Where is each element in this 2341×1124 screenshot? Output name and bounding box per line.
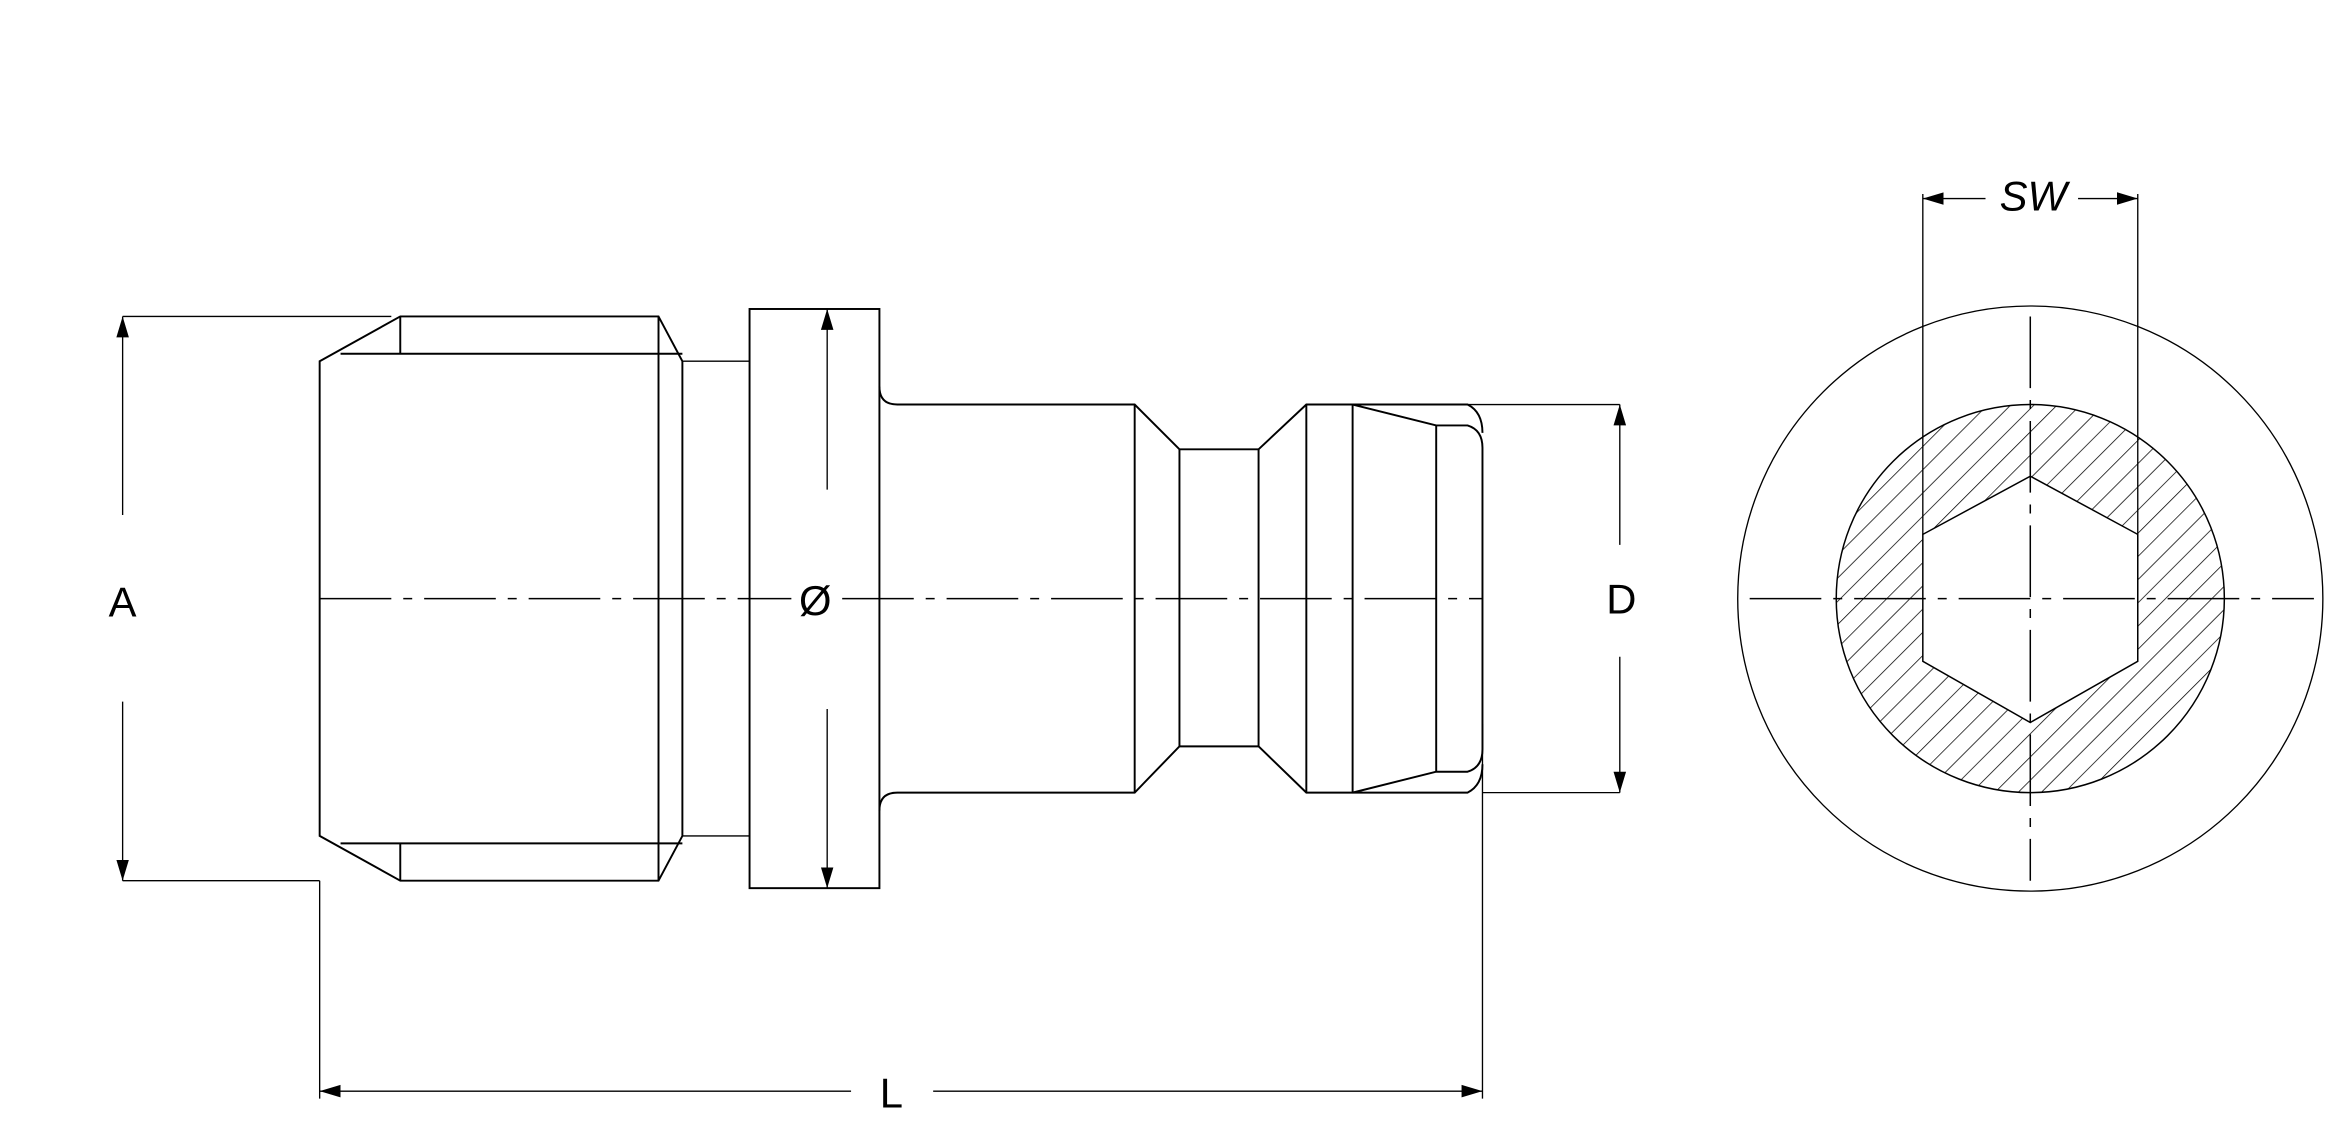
neck: [682, 360, 750, 837]
dimension-label-a: A: [109, 578, 137, 625]
side-view: A Ø D L: [109, 308, 1636, 1117]
dimension-label-l: L: [880, 1070, 903, 1117]
dimension-label-sw: SW: [2000, 172, 2071, 219]
dimension-label-diameter: Ø: [799, 577, 832, 624]
dimension-sw: SW: [1922, 172, 2139, 662]
dimension-d: D: [1352, 403, 1636, 794]
dimension-l: L: [318, 723, 1484, 1117]
dimension-diameter: Ø: [791, 308, 843, 889]
end-view: SW: [1737, 172, 2324, 892]
dimension-label-d: D: [1606, 575, 1636, 622]
dimension-a: A: [109, 315, 392, 882]
outer-circle: [1737, 305, 2324, 892]
